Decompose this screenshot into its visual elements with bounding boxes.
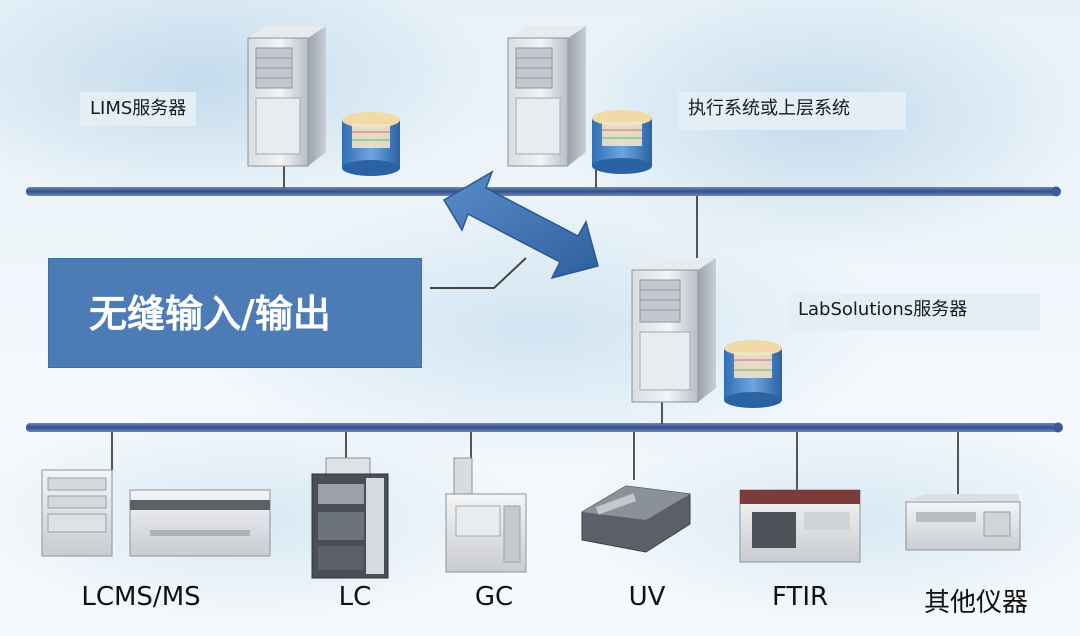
labsolutions-database-icon: [724, 340, 782, 408]
double-arrow-icon: [442, 170, 599, 280]
lims-server-icon: [247, 26, 326, 167]
exec-server-icon: [507, 26, 586, 167]
arrow-pointer-line: [430, 257, 527, 289]
instrument-label-uv: UV: [628, 582, 666, 612]
exec-system-label: 执行系统或上层系统: [678, 92, 906, 130]
instrument-label-gc: GC: [474, 582, 514, 612]
instrument-label-ftir: FTIR: [771, 582, 829, 612]
instrument-label-lc: LC: [338, 582, 372, 612]
instrument-label-lcms: LCMS/MS: [81, 582, 201, 612]
instrument-uv-icon: [581, 485, 691, 553]
instrument-other-icon: [905, 494, 1021, 551]
lims-database-icon: [342, 112, 400, 176]
labsolutions-server-label: LabSolutions服务器: [788, 293, 1040, 331]
instrument-lcms-icon: [41, 469, 271, 557]
labsolutions-server-icon: [631, 258, 716, 403]
instrument-ftir-icon: [739, 489, 861, 563]
instrument-gc-icon: [445, 457, 527, 573]
top-network-bus: [26, 186, 1061, 197]
seamless-io-label: 无缝输入/输出: [48, 258, 422, 368]
instrument-lc-icon: [311, 457, 389, 579]
exec-database-icon: [592, 110, 652, 174]
lims-server-label: LIMS服务器: [80, 92, 197, 126]
instrument-label-other: 其他仪器: [923, 588, 1029, 618]
bottom-network-bus: [26, 422, 1063, 433]
